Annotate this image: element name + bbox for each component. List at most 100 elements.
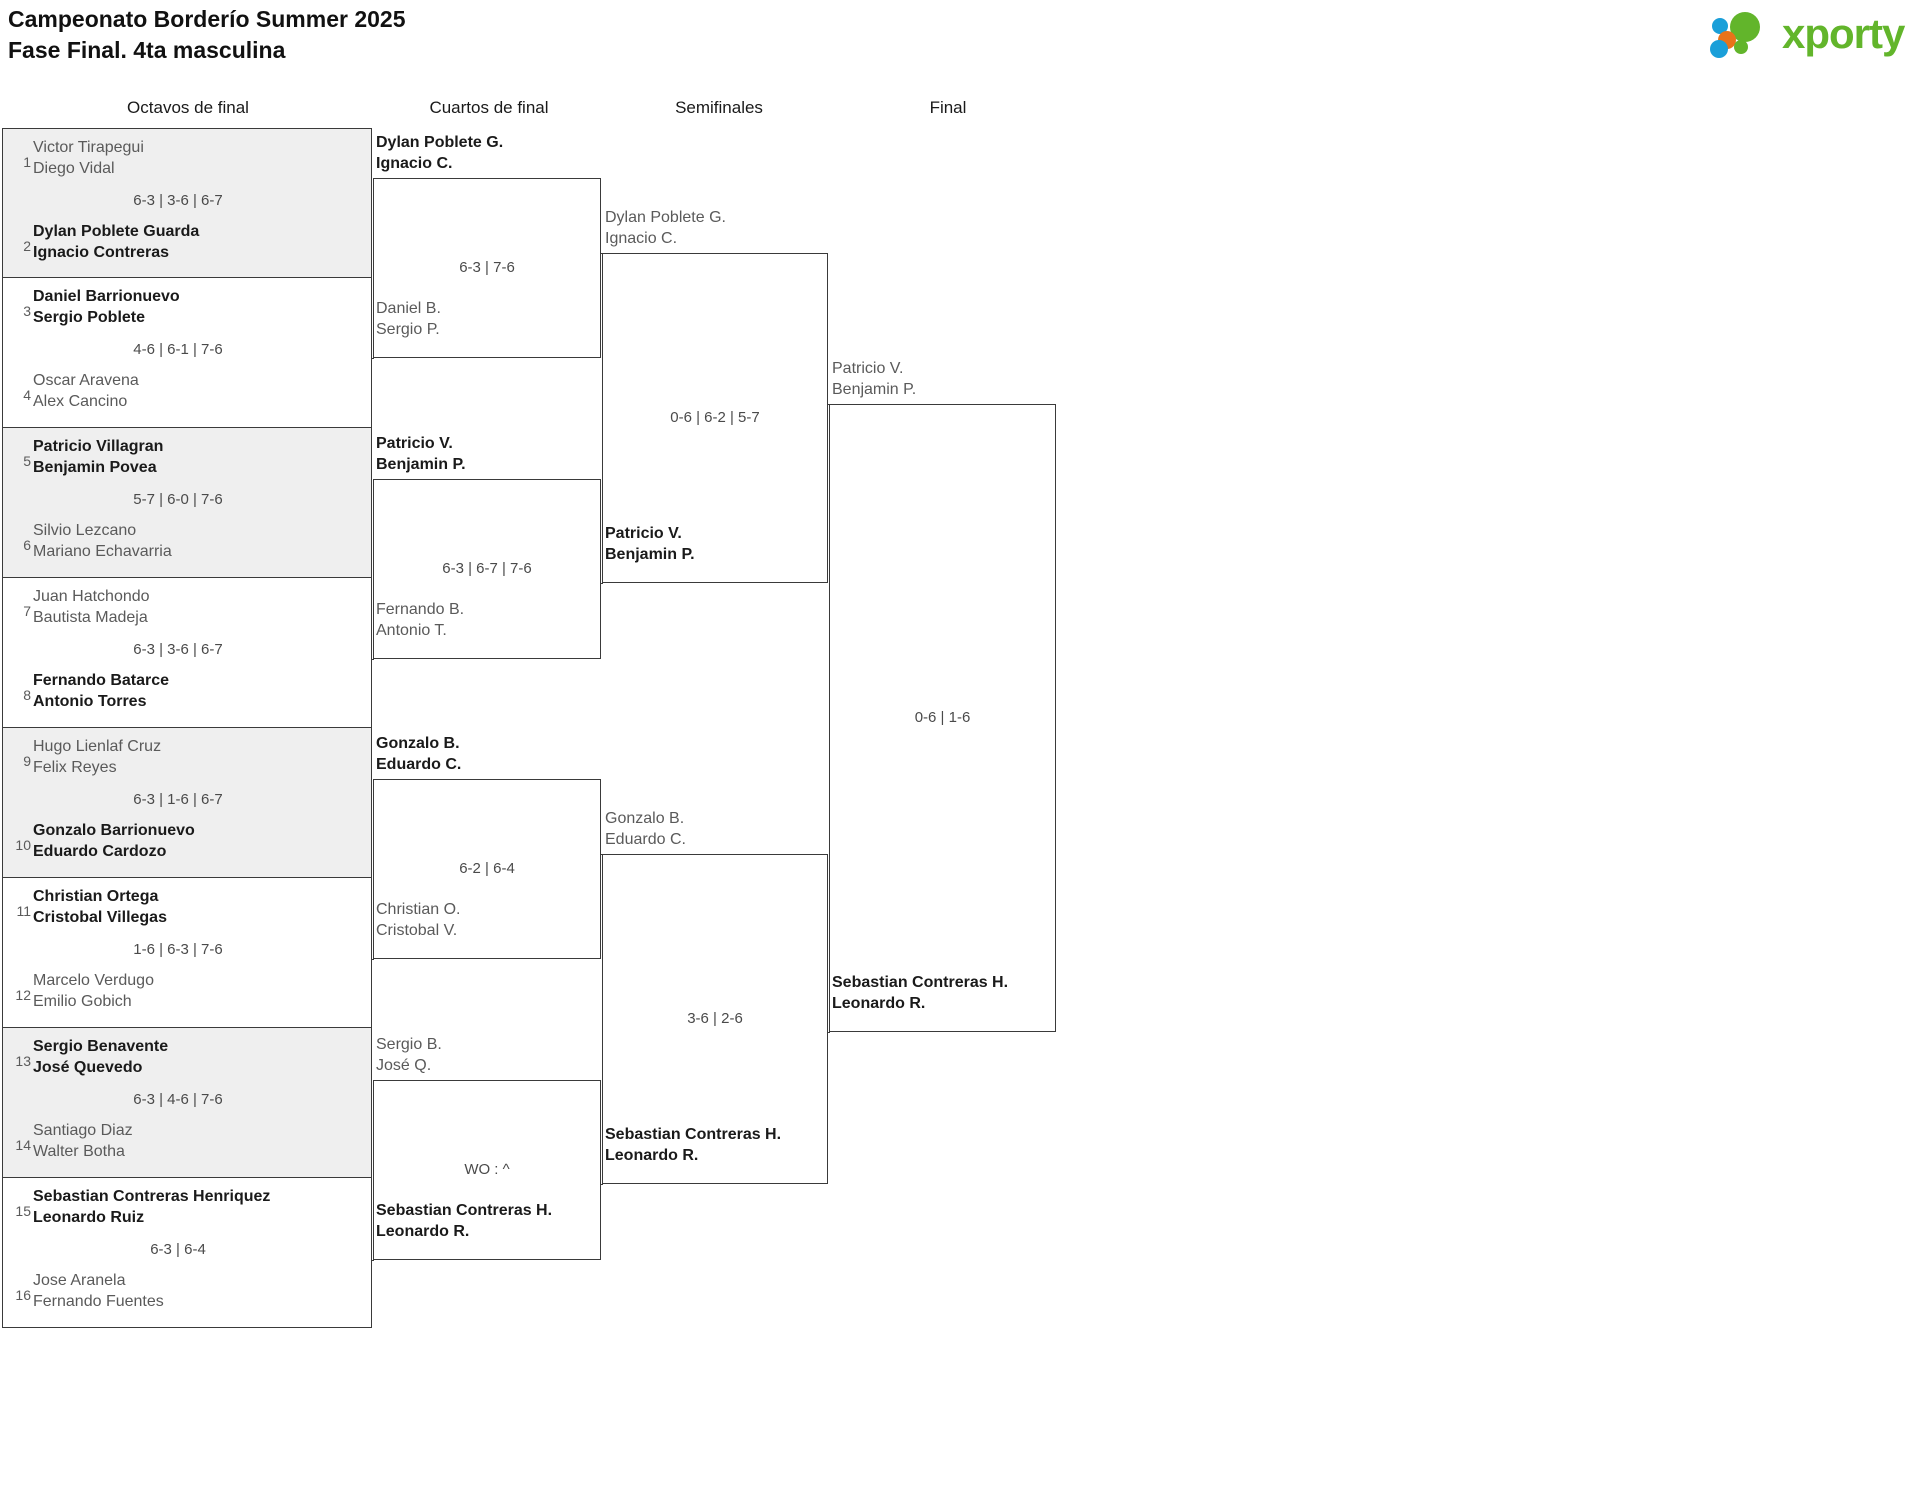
player-name-1: Oscar Aravena bbox=[33, 372, 139, 389]
match-score: 5-7 | 6-0 | 7-6 bbox=[133, 491, 223, 508]
player-name-1: Sergio Benavente bbox=[33, 1038, 169, 1055]
quarterfinal-match-4-team-bottom: Sebastian Contreras H.Leonardo R. bbox=[376, 1200, 552, 1242]
quarterfinal-match-3-team-top: Gonzalo B.Eduardo C. bbox=[376, 733, 461, 775]
player-name-1: Dylan Poblete Guarda bbox=[33, 223, 200, 240]
seed-number-16: 16 bbox=[15, 1287, 31, 1303]
bracket-connector-3 bbox=[372, 959, 374, 960]
player-name-1: Sebastian Contreras H. bbox=[832, 974, 1009, 991]
final-match-1-score: 0-6 | 1-6 bbox=[914, 709, 971, 726]
player-name-2: Antonio Torres bbox=[33, 693, 147, 710]
seed-number-6: 6 bbox=[23, 537, 31, 553]
seed-number-10: 10 bbox=[15, 837, 31, 853]
quarterfinal-match-4-team-top: Sergio B.José Q. bbox=[376, 1034, 442, 1076]
player-name-2: Bautista Madeja bbox=[33, 609, 148, 626]
player-name-2: Benjamin P. bbox=[832, 381, 917, 398]
quarterfinal-match-3-team-bottom: Christian O.Cristobal V. bbox=[376, 899, 460, 941]
seed-number-4: 4 bbox=[23, 387, 31, 403]
player-name-2: Eduardo C. bbox=[605, 831, 686, 848]
bracket-connector-5 bbox=[601, 253, 603, 254]
seed-number-15: 15 bbox=[15, 1203, 31, 1219]
player-name-1: Patricio Villagran bbox=[33, 438, 164, 455]
page-header: Campeonato Borderío Summer 2025 Fase Fin… bbox=[0, 0, 1920, 80]
match-score: 6-3 | 1-6 | 6-7 bbox=[133, 791, 223, 808]
player-name-1: Gonzalo Barrionuevo bbox=[33, 822, 195, 839]
player-name-2: Alex Cancino bbox=[33, 393, 128, 410]
player-name-1: Fernando Batarce bbox=[33, 672, 170, 689]
player-name-2: Ignacio Contreras bbox=[33, 244, 170, 261]
logo-wordmark: xporty bbox=[1782, 10, 1905, 57]
page-title: Campeonato Borderío Summer 2025 Fase Fin… bbox=[8, 4, 406, 66]
quarterfinal-match-2-team-top: Patricio V.Benjamin P. bbox=[376, 433, 466, 475]
bracket-connector-7 bbox=[601, 854, 603, 855]
player-name-2: Leonardo R. bbox=[832, 995, 926, 1012]
player-name-2: Benjamin P. bbox=[376, 456, 466, 473]
seed-number-9: 9 bbox=[23, 753, 31, 769]
player-name-2: Benjamin P. bbox=[605, 546, 695, 563]
semifinal-match-2-team-bottom: Sebastian Contreras H. Leonardo R. bbox=[605, 1124, 781, 1166]
seed-number-7: 7 bbox=[23, 603, 31, 619]
bracket-connector-8 bbox=[601, 1184, 603, 1185]
seed-number-13: 13 bbox=[15, 1053, 31, 1069]
final-match-1-team-bottom: Sebastian Contreras H. Leonardo R. bbox=[832, 972, 1008, 1014]
player-name-2: Mariano Echavarria bbox=[33, 543, 172, 560]
player-name-2: Cristobal V. bbox=[376, 922, 458, 939]
quarterfinal-match-2-team-bottom: Fernando B.Antonio T. bbox=[376, 599, 464, 641]
round-header-final: Final bbox=[929, 98, 967, 117]
match-score: 6-3 | 3-6 | 6-7 bbox=[133, 641, 223, 658]
seed-number-8: 8 bbox=[23, 687, 31, 703]
player-name-2: Leonardo Ruiz bbox=[33, 1209, 145, 1226]
quarterfinal-match-3-score: 6-2 | 6-4 bbox=[459, 860, 515, 877]
bracket-connector-1 bbox=[372, 358, 374, 359]
player-name-1: Santiago Diaz bbox=[33, 1122, 133, 1139]
bracket-connector-2 bbox=[372, 659, 374, 660]
seed-number-5: 5 bbox=[23, 453, 31, 469]
quarterfinal-match-2-box bbox=[373, 479, 601, 659]
player-name-2: Walter Botha bbox=[33, 1143, 125, 1160]
semifinal-match-1-team-bottom: Patricio V.Benjamin P. bbox=[605, 523, 695, 565]
match-score: 6-3 | 3-6 | 6-7 bbox=[133, 192, 223, 209]
player-name-1: Sergio B. bbox=[376, 1036, 442, 1053]
player-name-1: Daniel Barrionuevo bbox=[33, 288, 180, 305]
seed-number-3: 3 bbox=[23, 303, 31, 319]
logo-dot-4 bbox=[1710, 40, 1728, 58]
logo-dot-2 bbox=[1712, 18, 1728, 34]
player-name-1: Dylan Poblete G. bbox=[605, 209, 726, 226]
quarterfinal-match-1-team-bottom: Daniel B.Sergio P. bbox=[376, 298, 441, 340]
match-score: 1-6 | 6-3 | 7-6 bbox=[133, 941, 223, 958]
seed-number-14: 14 bbox=[15, 1137, 31, 1153]
player-name-2: Leonardo R. bbox=[605, 1147, 699, 1164]
xporty-logo: xporty bbox=[1710, 8, 1910, 60]
quarterfinal-match-1-score: 6-3 | 7-6 bbox=[459, 259, 515, 276]
player-name-2: Sergio Poblete bbox=[33, 309, 146, 326]
quarterfinal-match-1-team-top: Dylan Poblete G.Ignacio C. bbox=[376, 132, 503, 174]
player-name-2: Eduardo Cardozo bbox=[33, 843, 167, 860]
semifinal-match-1-box bbox=[602, 253, 828, 583]
player-name-1: Sebastian Contreras H. bbox=[605, 1126, 782, 1143]
round-header-semifinales: Semifinales bbox=[675, 98, 763, 117]
logo-dots-icon bbox=[1710, 12, 1784, 58]
player-name-2: Antonio T. bbox=[376, 622, 447, 639]
